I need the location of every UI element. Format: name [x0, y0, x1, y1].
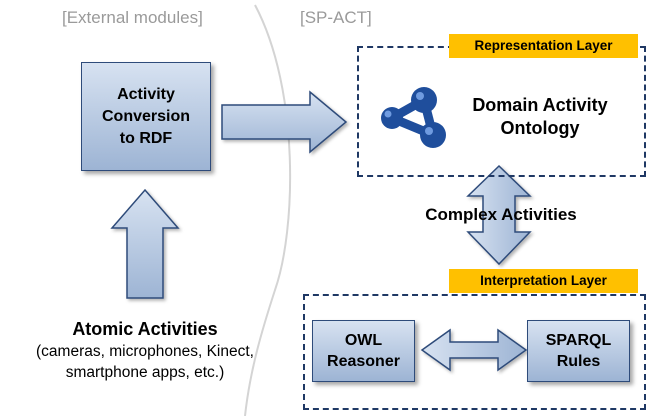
region-divider: [244, 4, 292, 416]
double-arrow-owl-sparql: [420, 328, 528, 372]
atomic-activities-title: Atomic Activities: [72, 319, 218, 339]
ontology-graph-icon: [381, 87, 446, 148]
arrow-atomic-to-conversion: [110, 188, 180, 299]
conversion-box: Activity Conversion to RDF: [81, 62, 211, 171]
double-arrow-layers: [466, 164, 532, 266]
representation-layer-tag: Representation Layer: [449, 34, 638, 58]
owl-reasoner-box: OWL Reasoner: [312, 320, 415, 382]
atomic-activities-details: (cameras, microphones, Kinect, smartphon…: [36, 343, 254, 381]
interpretation-layer-tag: Interpretation Layer: [449, 269, 638, 293]
sparql-rules-label: SPARQL Rules: [545, 332, 612, 370]
arrow-conversion-to-ontology: [221, 90, 348, 154]
interpretation-layer-frame: [303, 294, 646, 410]
owl-reasoner-label: OWL Reasoner: [327, 332, 400, 370]
sp-act-label: [SP-ACT]: [300, 8, 372, 27]
sparql-rules-box: SPARQL Rules: [527, 320, 630, 382]
conversion-box-label: Activity Conversion to RDF: [101, 85, 190, 147]
ontology-title: Domain Activity Ontology: [472, 95, 608, 138]
external-modules-label: [External modules]: [62, 8, 203, 27]
complex-activities-label: Complex Activities: [425, 205, 577, 224]
